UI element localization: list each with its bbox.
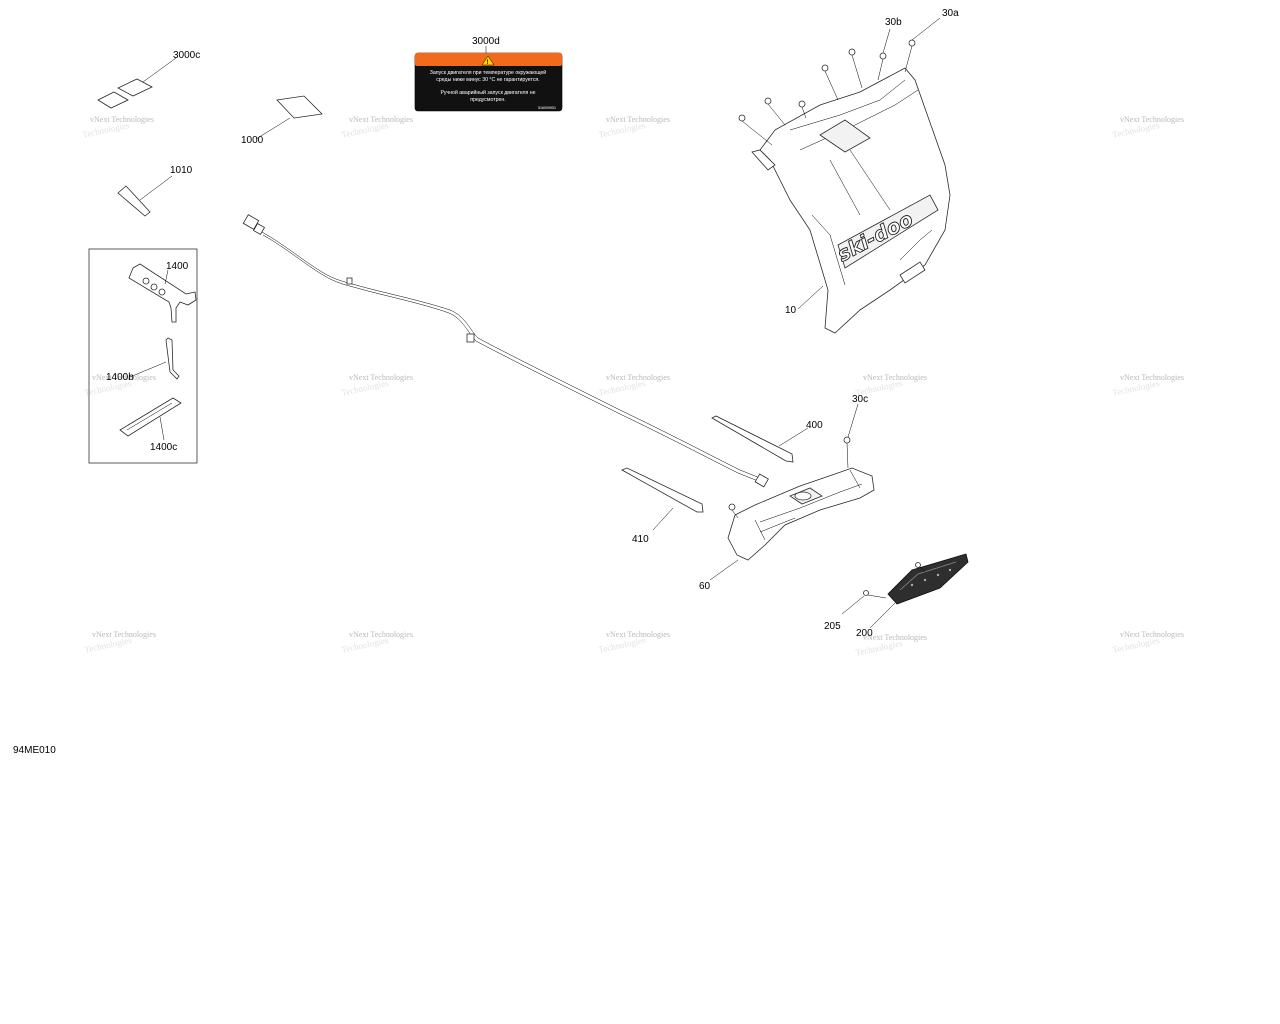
fastener (863, 590, 887, 599)
fastener (904, 39, 916, 73)
svg-text:vNext Technologies: vNext Technologies (1120, 115, 1184, 124)
watermark: Technologies vNext Technologies (83, 630, 155, 655)
part-200-light-module[interactable] (841, 553, 969, 629)
fastener (798, 100, 807, 119)
cable-harness[interactable] (242, 214, 769, 488)
part-410-strip[interactable] (621, 467, 704, 531)
callout-3000d: 3000d (472, 36, 500, 47)
part-1400b-hex-key[interactable] (129, 337, 180, 380)
svg-text:vNext Technologies: vNext Technologies (1120, 373, 1184, 382)
watermark: Technologies vNext Technologies (1111, 373, 1183, 398)
callout-205: 205 (824, 621, 841, 632)
warning-text-line2: среды ниже минус 30 °C не гарантируется. (436, 77, 539, 83)
fastener (877, 52, 887, 81)
diagram-reference-id: 94ME010 (13, 745, 56, 756)
fastener (728, 503, 739, 519)
fastener (821, 64, 839, 101)
watermark: Technologies vNext Technologies (1111, 115, 1183, 140)
watermark: Technologies vNext Technologies (340, 630, 412, 655)
part-400-strip[interactable] (711, 415, 809, 463)
svg-text:vNext Technologies: vNext Technologies (349, 373, 413, 382)
callout-400: 400 (806, 420, 823, 431)
warning-text-line4: предусмотрен. (470, 97, 505, 103)
callout-3000c: 3000c (173, 50, 200, 61)
fastener (843, 436, 851, 469)
callout-410: 410 (632, 534, 649, 545)
watermark: Technologies vNext Technologies (1111, 630, 1183, 655)
part-10-front-panel[interactable]: ski-doo (759, 67, 951, 334)
watermark: Technologies vNext Technologies (597, 630, 669, 655)
fastener (848, 48, 863, 89)
callout-30a: 30a (942, 8, 959, 19)
svg-text:vNext Technologies: vNext Technologies (606, 115, 670, 124)
part-3000c-decals[interactable] (97, 57, 177, 109)
fastener-set-30[interactable] (738, 17, 941, 171)
part-1400c-strap[interactable] (119, 397, 182, 441)
callout-1000: 1000 (241, 135, 264, 146)
callout-30b: 30b (885, 17, 902, 28)
svg-text:!: ! (487, 60, 489, 66)
callout-30c: 30c (852, 394, 868, 405)
svg-text:vNext Technologies: vNext Technologies (863, 633, 927, 642)
watermark: Technologies vNext Technologies (81, 115, 153, 140)
callout-1010: 1010 (170, 165, 193, 176)
svg-text:vNext Technologies: vNext Technologies (1120, 630, 1184, 639)
svg-text:vNext Technologies: vNext Technologies (349, 115, 413, 124)
callout-1400: 1400 (166, 261, 189, 272)
svg-text:vNext Technologies: vNext Technologies (349, 630, 413, 639)
svg-text:vNext Technologies: vNext Technologies (863, 373, 927, 382)
part-3000d-warning-label[interactable]: ! Запуск двигателя при температуре окруж… (414, 46, 563, 112)
callout-1400b: 1400b (106, 372, 134, 383)
warning-text-line1: Запуск двигателя при температуре окружаю… (430, 69, 547, 76)
warning-triangle-icon (481, 55, 495, 66)
watermarks: Technologies vNext Technologies Technolo… (81, 115, 1183, 658)
part-1010-decal[interactable] (117, 175, 173, 217)
watermark: Technologies vNext Technologies (597, 373, 669, 398)
part-1400-spanner-wrench[interactable] (128, 263, 197, 323)
svg-text:vNext Technologies: vNext Technologies (90, 115, 154, 124)
watermark: Technologies vNext Technologies (597, 115, 669, 140)
watermark: Technologies vNext Technologies (340, 373, 412, 398)
part-60-console[interactable] (709, 403, 875, 581)
callout-1400c: 1400c (150, 442, 177, 453)
tool-kit-box (88, 248, 198, 464)
warning-text-line3: Ручной аварийный запуск двигателя не (440, 89, 535, 96)
fastener (764, 97, 786, 126)
callout-60: 60 (699, 581, 711, 592)
svg-text:vNext Technologies: vNext Technologies (606, 630, 670, 639)
svg-text:vNext Technologies: vNext Technologies (92, 630, 156, 639)
watermark: Technologies vNext Technologies (340, 115, 412, 140)
callout-200: 200 (856, 628, 873, 639)
fastener (915, 562, 926, 573)
part-1000-decal[interactable] (255, 95, 323, 140)
fastener (738, 114, 773, 146)
callout-10: 10 (785, 305, 797, 316)
svg-text:vNext Technologies: vNext Technologies (92, 373, 156, 382)
svg-text:vNext Technologies: vNext Technologies (606, 373, 670, 382)
warning-label-code: 516009951 (538, 106, 556, 110)
